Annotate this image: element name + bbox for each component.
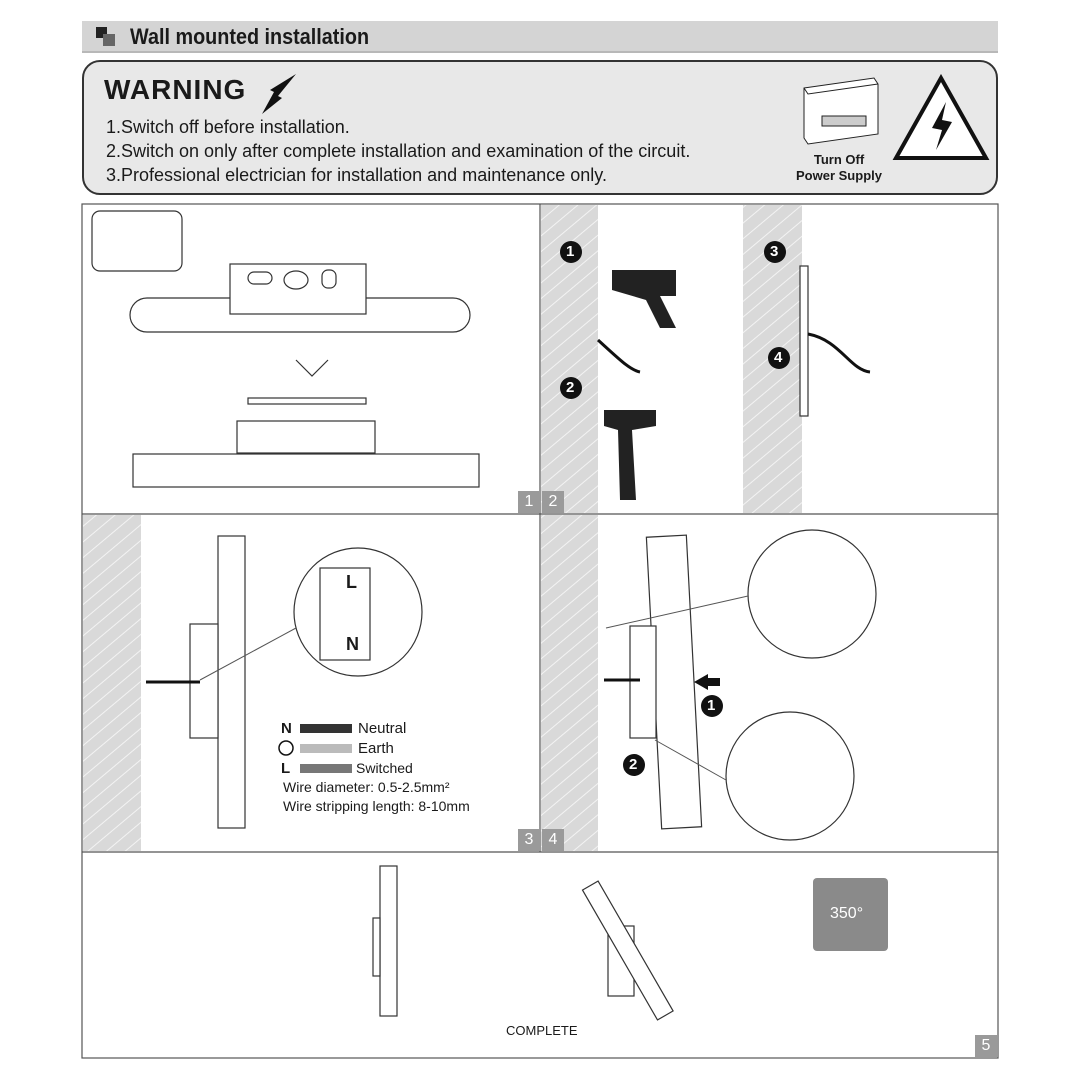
wire-stripping: Wire stripping length: 8-10mm (283, 798, 470, 814)
power-supply-text: Power Supply (796, 168, 882, 183)
step-badge: 5 (975, 1035, 997, 1057)
rotate-350-icon (813, 878, 888, 951)
warning-item: 1.Switch off before installation. (106, 117, 350, 137)
rotation-label: 350° (830, 905, 864, 922)
step-badge: 1 (518, 491, 540, 513)
step-marker: 3 (770, 243, 779, 260)
warning-item: 2.Switch on only after complete installa… (106, 141, 691, 161)
high-voltage-icon (892, 74, 990, 160)
warning-title: WARNING (104, 74, 247, 105)
drill-icon (612, 270, 676, 328)
breaker-box-icon (803, 77, 879, 145)
earth-label: Earth (358, 740, 394, 757)
terminal-l-label: L (346, 572, 357, 592)
step-badge: 3 (518, 829, 540, 851)
warning-box: WARNING 1.Switch off before installation… (82, 60, 998, 195)
step-marker: 1 (566, 243, 575, 260)
wire-diameter: Wire diameter: 0.5-2.5mm² (283, 779, 450, 795)
step-marker: 4 (774, 349, 783, 366)
step-marker: 2 (566, 379, 575, 396)
step-marker: 2 (629, 756, 638, 773)
arrow-icon (694, 674, 720, 690)
section-header: Wall mounted installation (82, 21, 998, 53)
wire-legend (278, 724, 352, 773)
screw-kit (91, 210, 183, 272)
lightning-icon (262, 74, 296, 114)
hammer-icon (604, 410, 656, 500)
terminal-n-label: N (346, 634, 359, 654)
turn-off-text: Turn Off (813, 152, 865, 167)
step-marker: 1 (707, 697, 716, 714)
switched-letter: L (281, 760, 291, 777)
page-title: Wall mounted installation (130, 24, 370, 49)
section-icon (96, 27, 115, 46)
step-badge: 2 (542, 491, 564, 513)
switched-label: Switched (356, 760, 413, 776)
complete-label: COMPLETE (506, 1023, 578, 1038)
step-badge: 4 (542, 829, 564, 851)
neutral-label: Neutral (358, 720, 407, 737)
warning-item: 3.Professional electrician for installat… (106, 165, 607, 185)
neutral-letter: N (281, 720, 292, 737)
